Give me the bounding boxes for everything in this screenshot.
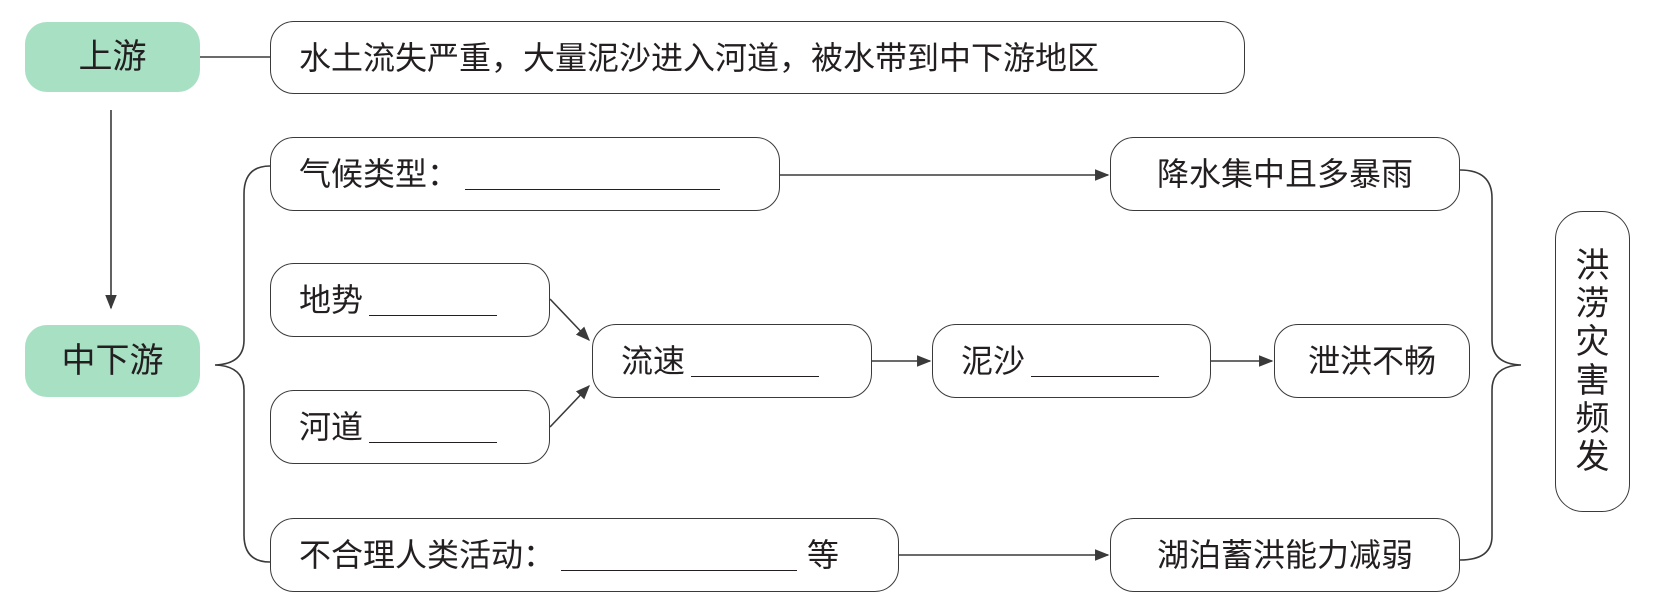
channel-to-flow-arrow xyxy=(549,384,590,428)
lake-storage-box: 湖泊蓄洪能力减弱 xyxy=(1110,518,1460,592)
rainfall-box: 降水集中且多暴雨 xyxy=(1110,137,1460,211)
drainage-box: 泄洪不畅 xyxy=(1274,324,1470,398)
result-char: 洪 xyxy=(1575,246,1610,287)
result-char: 灾 xyxy=(1575,322,1610,363)
result-char: 发 xyxy=(1575,436,1610,477)
climate-blank xyxy=(465,159,721,190)
silt-blank xyxy=(1031,346,1160,377)
climate-type-box: 气候类型： xyxy=(270,137,780,211)
result-char: 涝 xyxy=(1575,284,1610,325)
terrain-blank xyxy=(369,285,498,316)
channel-blank xyxy=(369,412,498,443)
terrain-box: 地势 xyxy=(270,263,550,337)
upstream-label: 上游 xyxy=(25,22,200,92)
result-char: 害 xyxy=(1575,360,1610,401)
right-brace xyxy=(1459,169,1522,561)
flow-speed-blank xyxy=(691,346,820,377)
midstream-label: 中下游 xyxy=(25,325,200,397)
terrain-to-flow-arrow xyxy=(549,298,590,342)
channel-box: 河道 xyxy=(270,390,550,464)
result-char: 频 xyxy=(1575,398,1610,439)
human-activity-blank xyxy=(561,540,798,571)
human-activity-box: 不合理人类活动： 等 xyxy=(270,518,899,592)
left-brace xyxy=(214,165,271,563)
upstream-description: 水土流失严重，大量泥沙进入河道，被水带到中下游地区 xyxy=(270,21,1245,94)
silt-box: 泥沙 xyxy=(932,324,1211,398)
flow-speed-box: 流速 xyxy=(592,324,872,398)
flood-disaster-box: 洪 涝 灾 害 频 发 xyxy=(1555,211,1630,512)
